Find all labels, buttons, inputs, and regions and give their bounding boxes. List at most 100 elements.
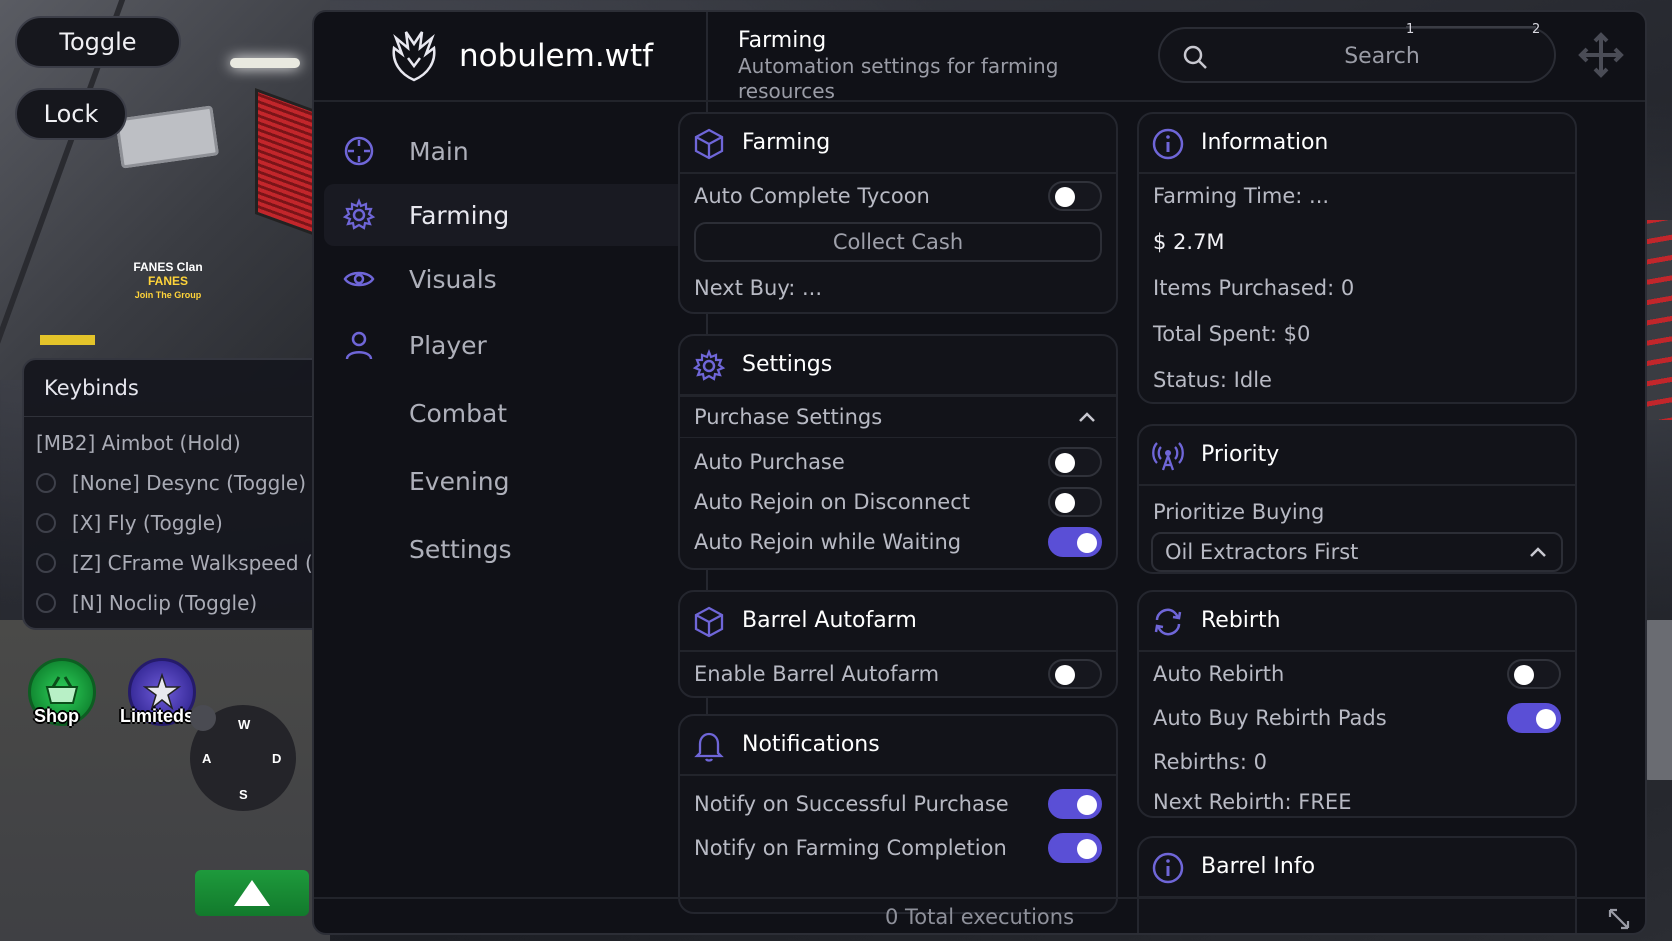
- rebirth-card: Rebirth Auto Rebirth Auto Buy Rebirth Pa…: [1137, 590, 1577, 818]
- information-card: Information Farming Time: ... $ 2.7M Ite…: [1137, 112, 1577, 404]
- keybind-label: [N] Noclip (Toggle): [72, 591, 258, 615]
- keybind-row-fly[interactable]: [X] Fly (Toggle): [24, 503, 390, 543]
- sidebar-item-visuals[interactable]: Visuals: [324, 248, 694, 310]
- priority-title: Priority: [1201, 442, 1280, 467]
- toggle-button[interactable]: Toggle: [15, 16, 181, 68]
- movement-dpad[interactable]: W A D S: [190, 705, 296, 811]
- box-icon: [694, 128, 724, 160]
- page-indicator-1[interactable]: 1: [1406, 22, 1415, 37]
- sidebar-item-label: Farming: [409, 200, 510, 230]
- next-buy-row: Next Buy: ...: [694, 268, 1102, 308]
- antenna-icon: [1152, 442, 1184, 471]
- bell-icon: [694, 732, 724, 762]
- auto-rejoin-disconnect-toggle[interactable]: [1048, 487, 1102, 517]
- sidebar-item-player[interactable]: Player: [324, 314, 694, 376]
- farming-time-row: Farming Time: ...: [1153, 176, 1561, 216]
- dpad-right[interactable]: D: [272, 751, 282, 766]
- eagle-logo-icon: [392, 31, 436, 82]
- dpad-up[interactable]: W: [238, 717, 251, 732]
- sidebar-item-label: Evening: [409, 466, 510, 496]
- barrel-autofarm-header: Barrel Autofarm: [680, 592, 1116, 652]
- status-row: Status: Idle: [1153, 360, 1561, 400]
- rebirths-count-text: Rebirths: 0: [1153, 750, 1267, 774]
- sidebar-item-settings[interactable]: Settings: [324, 518, 694, 580]
- priority-select[interactable]: Oil Extractors First: [1151, 532, 1563, 572]
- keybind-label: [X] Fly (Toggle): [72, 511, 223, 535]
- basket-icon: [45, 676, 79, 704]
- purchase-settings-label: Purchase Settings: [694, 405, 883, 429]
- status-footer: 0 Total executions: [314, 897, 1645, 933]
- dpad-left[interactable]: A: [202, 751, 212, 766]
- dpad-center: [190, 705, 216, 731]
- sign-line-3: Join The Group: [134, 290, 202, 300]
- priority-card: Priority Prioritize Buying Oil Extractor…: [1137, 424, 1577, 574]
- auto-buy-rebirth-pads-toggle[interactable]: [1507, 703, 1561, 733]
- user-icon: [345, 331, 373, 360]
- auto-rejoin-disconnect-label: Auto Rejoin on Disconnect: [694, 490, 970, 514]
- limiteds-star-icon[interactable]: [128, 658, 196, 726]
- auto-complete-tycoon-label: Auto Complete Tycoon: [694, 184, 930, 208]
- settings-card-title: Settings: [742, 352, 833, 377]
- sidebar: nobulem.wtf Main Farming Visuals: [314, 12, 708, 897]
- lock-button[interactable]: Lock: [15, 88, 127, 140]
- gear-icon: [692, 349, 726, 381]
- keybind-status-dot: [36, 513, 56, 533]
- refresh-icon: [1154, 608, 1182, 636]
- keybind-row-noclip[interactable]: [N] Noclip (Toggle): [24, 583, 390, 623]
- purchase-settings-dropdown[interactable]: Purchase Settings: [680, 396, 1116, 438]
- keybind-label: [None] Desync (Toggle): [72, 471, 307, 495]
- shop-basket-icon[interactable]: [28, 658, 96, 726]
- game-clan-sign: FANES Clan FANES Join The Group: [118, 260, 218, 310]
- page-indicator-2[interactable]: 2: [1532, 22, 1541, 37]
- auto-purchase-toggle[interactable]: [1048, 447, 1102, 477]
- notify-purchase-toggle[interactable]: [1048, 789, 1102, 819]
- move-icon[interactable]: [1578, 32, 1624, 78]
- rebirth-header: Rebirth: [1139, 592, 1575, 652]
- sidebar-item-label: Settings: [409, 534, 512, 564]
- resize-icon[interactable]: [1607, 907, 1631, 931]
- prioritize-buying-row: Prioritize Buying: [1153, 492, 1561, 532]
- auto-rejoin-waiting-label: Auto Rejoin while Waiting: [694, 530, 962, 554]
- chevron-up-icon: [1530, 547, 1546, 557]
- total-spent-row: Total Spent: $0: [1153, 314, 1561, 354]
- arrow-up-icon: [234, 880, 270, 906]
- notify-completion-row: Notify on Farming Completion: [694, 828, 1102, 868]
- notify-purchase-row: Notify on Successful Purchase: [694, 784, 1102, 824]
- keybind-row-aimbot: [MB2] Aimbot (Hold): [24, 423, 390, 463]
- sidebar-item-farming[interactable]: Farming: [324, 184, 694, 246]
- search-input[interactable]: [1230, 39, 1534, 73]
- search-box[interactable]: [1158, 27, 1556, 83]
- compass-icon: [344, 136, 374, 166]
- auto-rejoin-disconnect-row: Auto Rejoin on Disconnect: [694, 482, 1102, 522]
- search-icon: [1183, 45, 1207, 69]
- dpad-down[interactable]: S: [239, 787, 248, 802]
- collect-cash-button[interactable]: Collect Cash: [694, 222, 1102, 262]
- total-spent-text: Total Spent: $0: [1153, 322, 1311, 346]
- auto-rebirth-row: Auto Rebirth: [1153, 654, 1561, 694]
- notify-completion-toggle[interactable]: [1048, 833, 1102, 863]
- prioritize-buying-label: Prioritize Buying: [1153, 500, 1325, 524]
- auto-complete-tycoon-toggle[interactable]: [1048, 181, 1102, 211]
- page-subtitle: Automation settings for farming resource…: [738, 54, 1059, 103]
- priority-selected-value: Oil Extractors First: [1165, 540, 1359, 564]
- shop-label[interactable]: Shop: [34, 706, 79, 726]
- information-title: Information: [1201, 130, 1329, 155]
- auto-complete-tycoon-row: Auto Complete Tycoon: [694, 176, 1102, 216]
- total-executions-text: 0 Total executions: [884, 905, 1075, 929]
- notify-purchase-label: Notify on Successful Purchase: [694, 792, 1009, 816]
- sidebar-item-label: Visuals: [409, 264, 497, 294]
- jump-button[interactable]: [195, 870, 309, 916]
- sidebar-item-combat[interactable]: Combat: [324, 382, 694, 444]
- keybind-status-dot: [36, 473, 56, 493]
- auto-rejoin-waiting-toggle[interactable]: [1048, 527, 1102, 557]
- sidebar-item-main[interactable]: Main: [324, 120, 694, 182]
- keybind-status-dot: [36, 553, 56, 573]
- keybind-row-desync[interactable]: [None] Desync (Toggle): [24, 463, 390, 503]
- enable-barrel-autofarm-toggle[interactable]: [1048, 659, 1102, 689]
- barrel-info-title: Barrel Info: [1201, 854, 1316, 879]
- sidebar-item-evening[interactable]: Evening: [324, 450, 694, 512]
- enable-barrel-autofarm-row: Enable Barrel Autofarm: [694, 654, 1102, 694]
- limiteds-label[interactable]: Limiteds: [120, 706, 195, 726]
- auto-rebirth-toggle[interactable]: [1507, 659, 1561, 689]
- keybind-label: [MB2] Aimbot (Hold): [36, 431, 241, 455]
